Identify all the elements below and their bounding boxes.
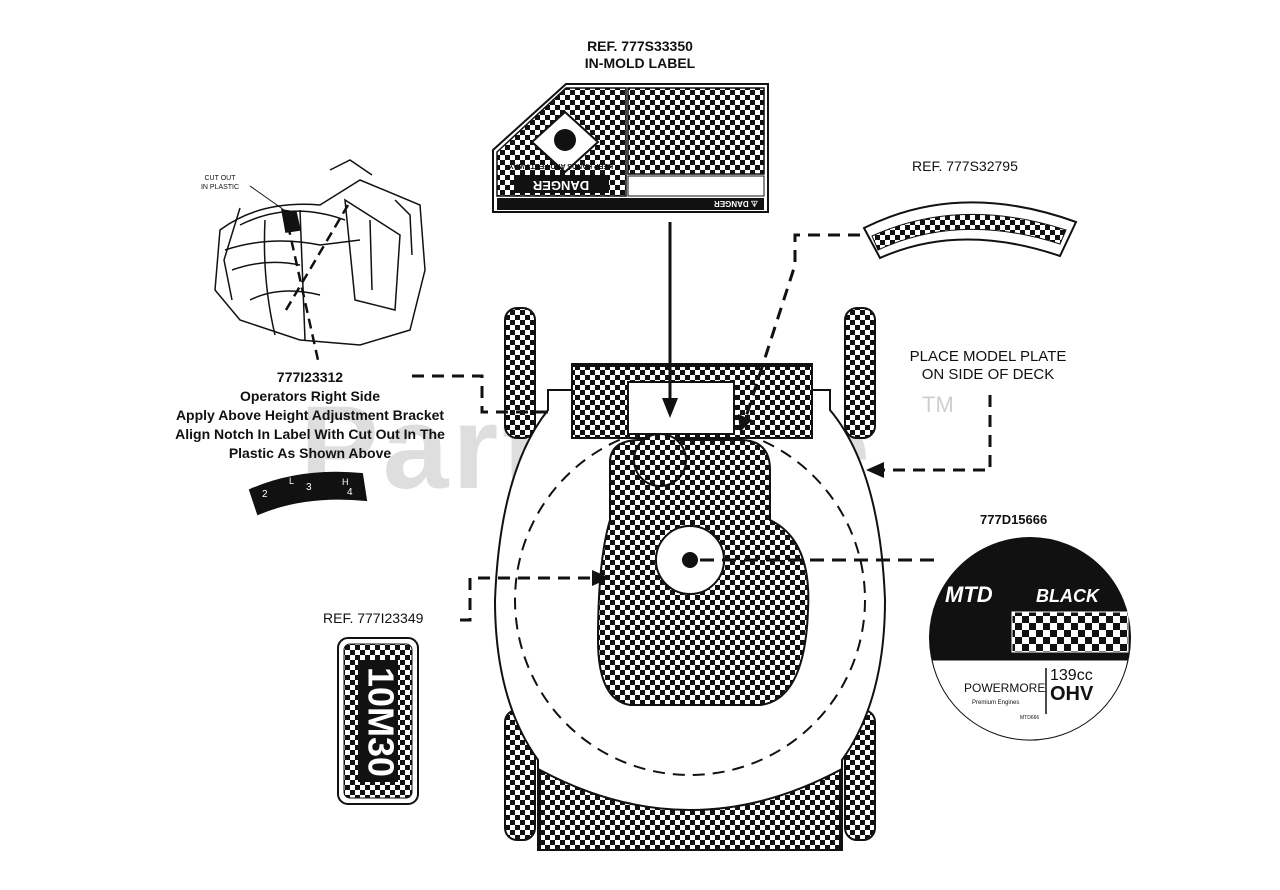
fuel-cap	[633, 433, 687, 487]
engine-cc-text: 139cc	[1050, 667, 1093, 684]
leader-i23349	[460, 576, 600, 622]
leader-s32795	[743, 233, 860, 421]
engine-code-text: MTD666	[1020, 715, 1039, 721]
height-mark-label	[248, 471, 368, 516]
engine-sub2-text: Premium Engines	[972, 700, 1019, 706]
height-mark-5: 4	[347, 487, 353, 498]
model-plate-line2: ON SIDE OF DECK	[921, 366, 1055, 383]
model-plate-line1: PLACE MODEL PLATE	[909, 348, 1067, 365]
model-badge-text: 10M30	[360, 667, 401, 777]
engine-ohv-text: OHV	[1050, 683, 1094, 705]
engine-sub-text: POWERMORE	[964, 681, 1045, 695]
height-bracket-sketch	[214, 159, 426, 346]
danger-warning: ⚠ DANGER	[714, 199, 758, 208]
engine-label-decal	[929, 537, 1131, 741]
ref-in-mold-label: REF. 777S33350 IN-MOLD LABEL	[560, 38, 720, 72]
cutout-line2: IN PLASTIC	[200, 184, 240, 191]
wheel-rear-right	[844, 307, 876, 439]
leader-model-plate	[880, 395, 992, 472]
danger-word: DANGER	[532, 178, 589, 193]
ref-s32795-label: REF. 777S32795	[912, 158, 1018, 174]
cutout-line1: CUT OUT	[204, 175, 236, 182]
wheel-rear-left	[504, 307, 536, 439]
i23349-label: REF. 777I23349	[323, 610, 424, 626]
i23312-part: 777I23312	[276, 369, 344, 385]
height-mark-1: 2	[262, 489, 268, 500]
in-mold-danger-label	[492, 83, 769, 213]
model-plate-note: PLACE MODEL PLATE ON SIDE OF DECK	[898, 348, 1078, 384]
height-mark-4: H	[342, 477, 349, 487]
d15666-label: 777D15666	[980, 512, 1048, 527]
mower-illustration	[493, 307, 887, 851]
i23312-line2: Apply Above Height Adjustment Bracket	[175, 407, 445, 423]
ref-in-mold-number: REF. 777S33350	[587, 38, 693, 54]
in-mold-label-area	[627, 381, 735, 435]
trademark-mark: TM	[922, 392, 954, 417]
i23312-line4: Plastic As Shown Above	[228, 445, 392, 461]
arc-height-label-s32795	[862, 201, 1078, 260]
i23312-instructions: 777I23312 Operators Right Side Apply Abo…	[150, 368, 470, 463]
cutout-pointer	[249, 185, 285, 211]
leader-i23312	[412, 374, 548, 414]
leader-lines	[412, 222, 992, 622]
model-badge	[337, 637, 419, 805]
cutout-note: CUT OUT IN PLASTIC	[195, 174, 245, 192]
engine-brand2-text: BLACK	[1036, 586, 1101, 606]
front-bumper	[539, 768, 841, 851]
i23312-line1: Operators Right Side	[239, 388, 381, 404]
height-mark-2: L	[289, 476, 294, 486]
i23312-line3: Align Notch In Label With Cut Out In The	[175, 426, 445, 442]
ref-in-mold-caption: IN-MOLD LABEL	[584, 54, 696, 71]
engine-brand-text: MTD	[945, 582, 993, 607]
engine-center	[682, 552, 698, 568]
bracket-leader-lines	[284, 204, 350, 361]
height-mark-3: 3	[306, 482, 312, 493]
danger-caption: KEEP HANDS AND FEET AWAY	[509, 162, 613, 169]
